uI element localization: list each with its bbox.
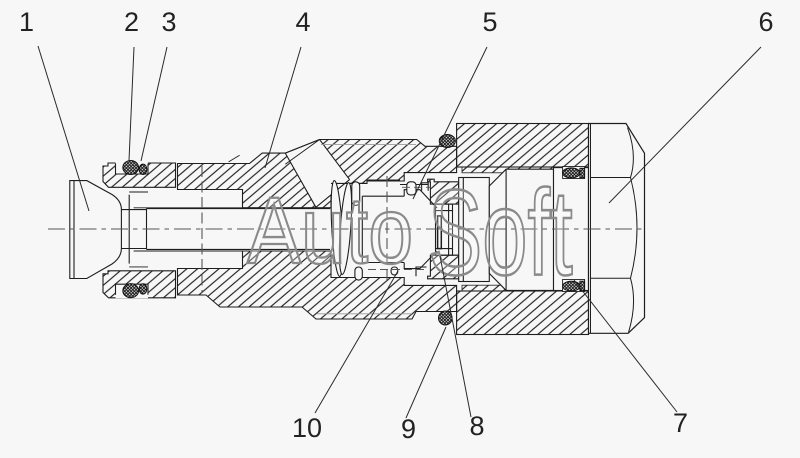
svg-text:8: 8 bbox=[469, 411, 484, 441]
svg-text:6: 6 bbox=[758, 7, 773, 37]
svg-text:9: 9 bbox=[401, 414, 416, 444]
svg-text:3: 3 bbox=[161, 7, 176, 37]
svg-text:2: 2 bbox=[124, 7, 139, 37]
svg-text:7: 7 bbox=[673, 408, 688, 438]
svg-text:4: 4 bbox=[295, 7, 310, 37]
svg-text:5: 5 bbox=[482, 7, 497, 37]
svg-text:1: 1 bbox=[19, 7, 34, 37]
svg-text:10: 10 bbox=[292, 413, 322, 443]
svg-text:Auto: Auto bbox=[247, 177, 413, 284]
svg-text:Soft: Soft bbox=[428, 164, 573, 300]
